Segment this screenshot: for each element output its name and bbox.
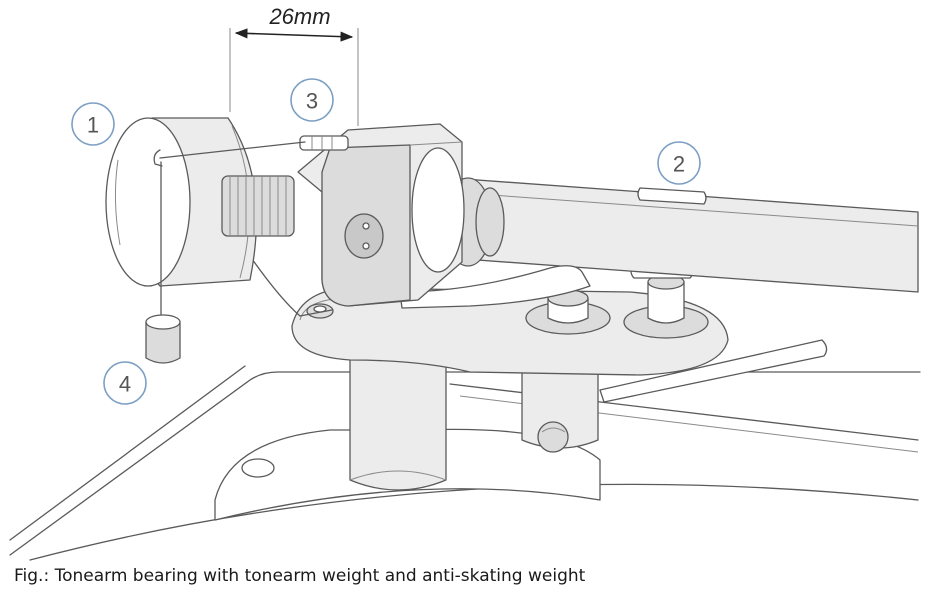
- callout-2: 2: [657, 141, 701, 185]
- figure-caption: Fig.: Tonearm bearing with tonearm weigh…: [14, 566, 586, 586]
- arm-holder: [399, 265, 591, 309]
- callout-1-label: 1: [87, 113, 99, 138]
- anti-skating-pin: [299, 135, 349, 151]
- mounting-hole: [241, 458, 275, 478]
- arm-rest: [525, 261, 709, 339]
- anti-skating-weight: [145, 314, 181, 364]
- bias-sleeve: [637, 187, 707, 205]
- callout-4-label: 4: [119, 372, 131, 397]
- callout-3-label: 3: [306, 89, 318, 114]
- arm-post: [349, 349, 447, 491]
- counterweight: [105, 117, 258, 287]
- lift-lever: [599, 339, 828, 403]
- anti-skating-thread: [159, 141, 306, 159]
- locking-knob: [537, 421, 569, 453]
- callout-1: 1: [71, 102, 115, 146]
- threaded-stub: [221, 175, 295, 237]
- turntable-plinth: [9, 365, 921, 561]
- dimension-label: 26mm: [268, 4, 330, 29]
- dimension-26mm: 26mm: [229, 4, 359, 126]
- bearing-housing: [297, 123, 465, 307]
- arm-rest-post: [521, 351, 599, 453]
- bearing-cap: [344, 213, 384, 259]
- callout-4: 4: [103, 361, 147, 405]
- callout-2-label: 2: [673, 152, 685, 177]
- callout-3: 3: [290, 78, 334, 122]
